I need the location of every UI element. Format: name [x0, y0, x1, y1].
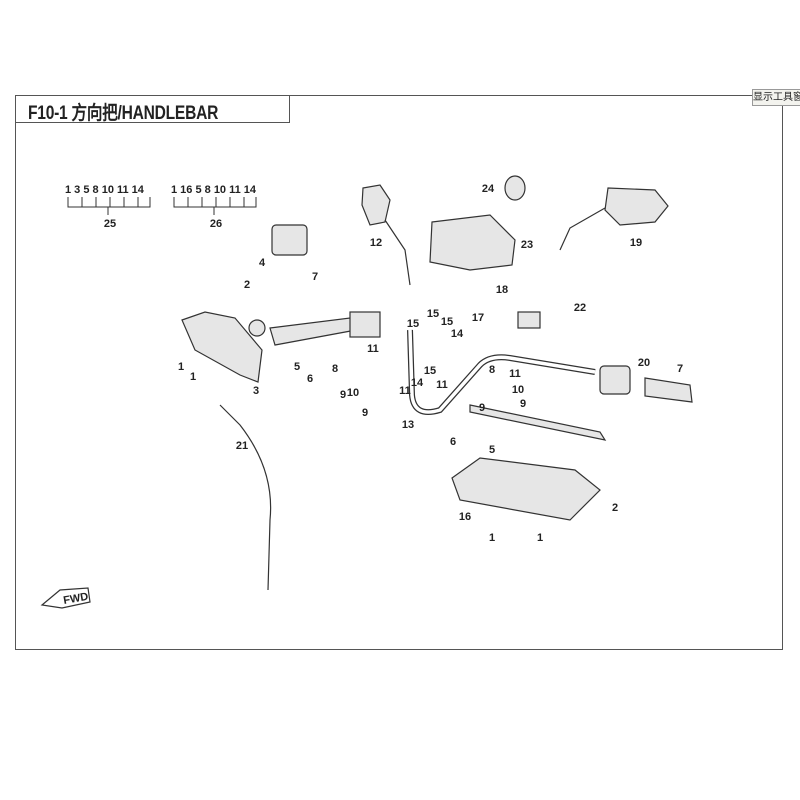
callout-16: 16 [459, 511, 471, 523]
callout-13: 13 [402, 419, 414, 431]
callout-15: 15 [424, 365, 436, 377]
callout-9: 9 [520, 398, 526, 410]
callout-1: 1 [489, 532, 495, 544]
page-title: F10-1 方向把/HANDLEBAR [28, 103, 219, 124]
fwd-arrow [40, 587, 91, 609]
callout-2: 2 [612, 502, 618, 514]
callout-11: 11 [367, 343, 379, 355]
callout-1: 1 [178, 361, 184, 373]
callout-14: 14 [451, 328, 464, 340]
callout-23: 23 [521, 239, 533, 251]
cover [429, 214, 516, 271]
switch-right [599, 365, 631, 395]
callout-19: 19 [630, 237, 642, 249]
left-bracket [269, 317, 357, 346]
switch-left [349, 311, 381, 338]
callout-21: 21 [236, 440, 248, 452]
callout-22: 22 [574, 302, 586, 314]
callout-18: 18 [496, 284, 508, 296]
throttle-cable [219, 404, 272, 591]
callout-10: 10 [512, 384, 524, 396]
kit-group-26: 1 16 5 8 10 11 14 26 [171, 184, 257, 230]
cap [504, 175, 526, 201]
callout-15: 15 [407, 318, 419, 330]
diagram-frame [15, 95, 783, 650]
callout-9: 9 [479, 402, 485, 414]
callout-6: 6 [307, 373, 313, 385]
kit-number: 26 [210, 218, 222, 230]
callout-24: 24 [482, 183, 495, 195]
callout-2: 2 [244, 279, 250, 291]
grip [644, 377, 693, 403]
callout-15: 15 [441, 316, 453, 328]
title-box [15, 95, 290, 123]
right-handguard [451, 457, 601, 521]
fwd-label: FWD [62, 591, 89, 607]
callout-8: 8 [332, 363, 338, 375]
callout-5: 5 [489, 444, 495, 456]
mount-knob [248, 319, 266, 337]
callout-20: 20 [638, 357, 650, 369]
show-toolbar-button[interactable]: 显示工具窗 [752, 89, 800, 106]
callout-4: 4 [259, 257, 266, 269]
kit-group-25: 1 3 5 8 10 11 14 25 [65, 184, 151, 230]
callout-6: 6 [450, 436, 456, 448]
kit-members: 1 3 5 8 10 11 14 [65, 184, 145, 196]
kit-members: 1 16 5 8 10 11 14 [171, 184, 257, 196]
callout-11: 11 [436, 379, 448, 391]
switch-17 [517, 311, 541, 329]
callout-11: 11 [509, 368, 521, 380]
callout-8: 8 [489, 364, 495, 376]
callout-1: 1 [190, 371, 196, 383]
kit-number: 25 [104, 218, 116, 230]
callout-5: 5 [294, 361, 300, 373]
callout-7: 7 [312, 271, 318, 283]
callout-11: 11 [399, 385, 411, 397]
callout-3: 3 [253, 385, 259, 397]
callout-9: 9 [362, 407, 368, 419]
callout-10: 10 [347, 387, 359, 399]
handlebar [407, 329, 596, 416]
left-mirror [361, 184, 391, 226]
left-handguard [181, 311, 263, 383]
brake-master-cylinder [271, 224, 308, 256]
callout-17: 17 [472, 312, 484, 324]
callout-15: 15 [427, 308, 439, 320]
callout-9: 9 [340, 389, 346, 401]
right-mirror [604, 187, 669, 226]
callout-14: 14 [411, 377, 424, 389]
callout-7: 7 [677, 363, 683, 375]
callout-1: 1 [537, 532, 543, 544]
callout-12: 12 [370, 237, 382, 249]
right-bracket [469, 404, 607, 441]
